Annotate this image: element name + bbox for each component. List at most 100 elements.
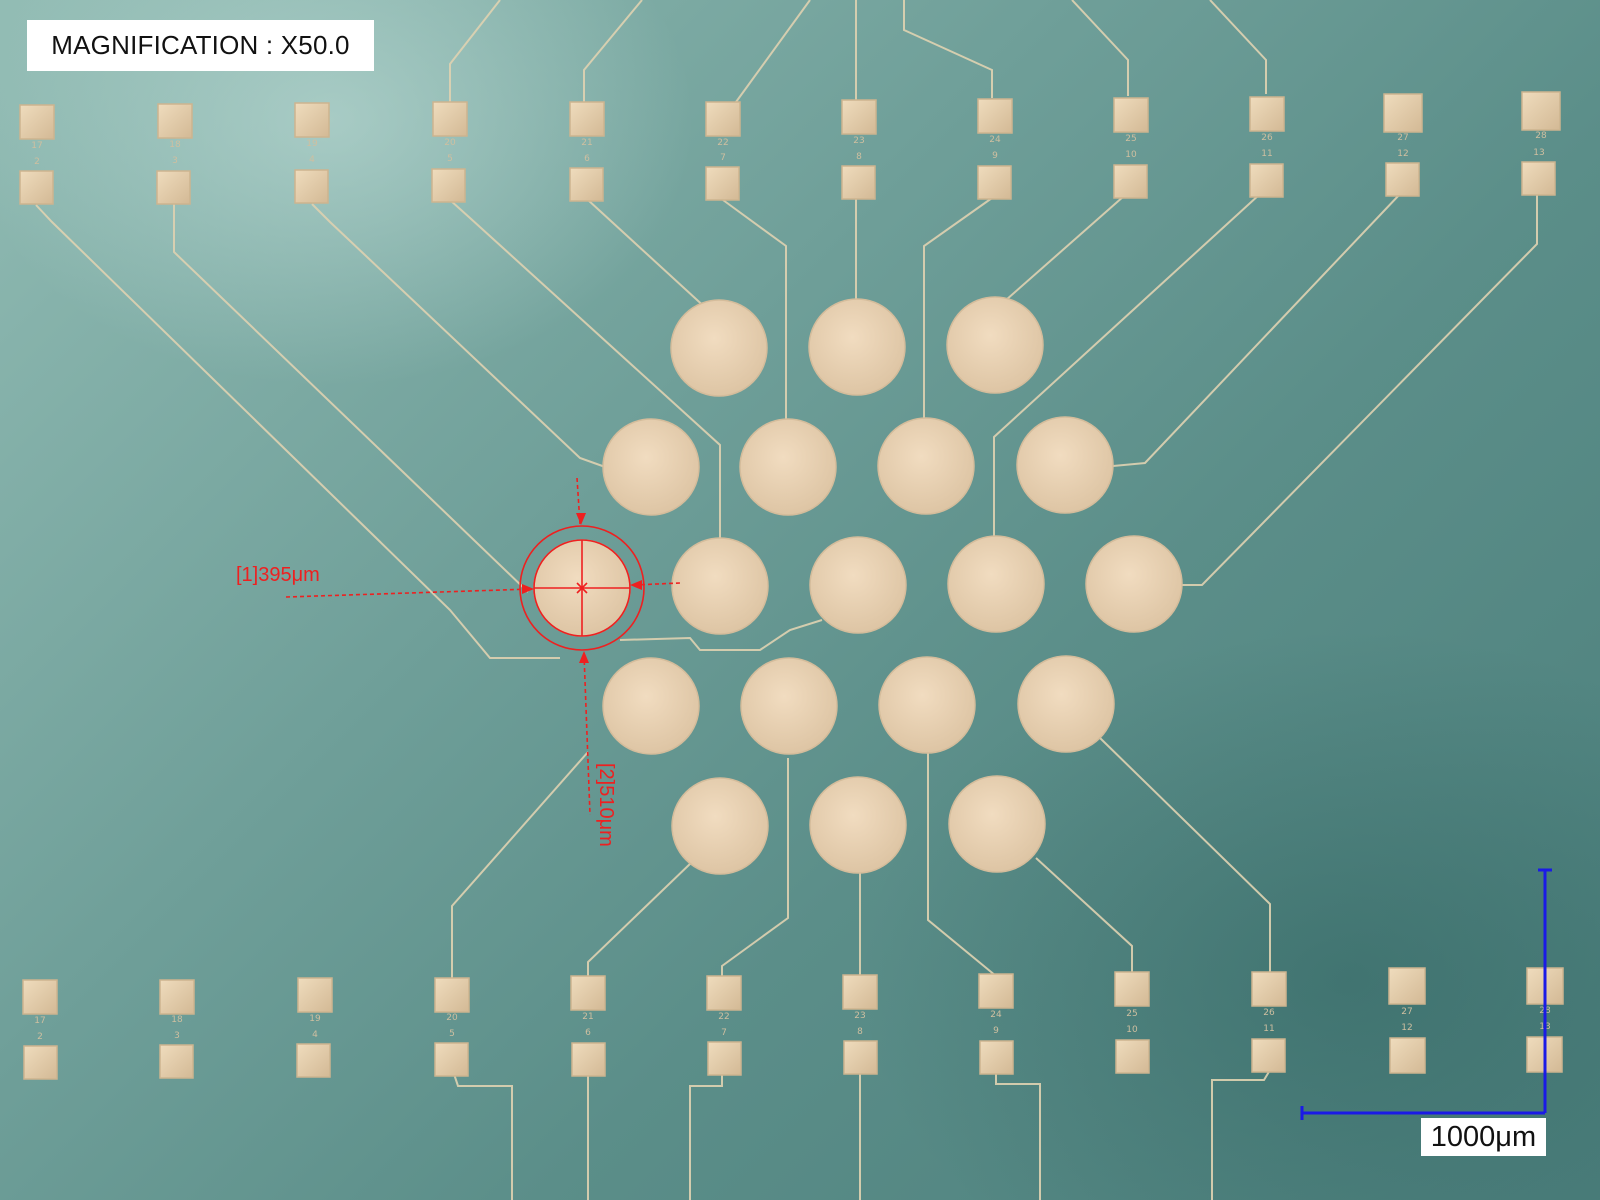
pad-array-top	[19, 91, 1561, 205]
square-pad	[979, 1040, 1014, 1075]
measurement-overlay	[285, 477, 681, 816]
electrode-pad	[602, 418, 700, 516]
square-pad	[706, 975, 742, 1011]
square-pad	[1251, 971, 1287, 1007]
pad-number: 20	[444, 138, 456, 148]
pad-number-labels: 17 18 19 20 21 22 23 24 25 26 27 28 2 3 …	[31, 131, 1551, 1042]
square-pad	[1389, 1037, 1426, 1074]
pad-number: 27	[1401, 1007, 1412, 1017]
square-pad	[841, 165, 876, 200]
trace	[993, 193, 1261, 540]
pad-number: 26	[1261, 133, 1273, 143]
electrode-pad	[670, 299, 768, 397]
square-pad	[705, 166, 740, 201]
pad-number: 8	[856, 152, 862, 162]
pad-number: 18	[169, 140, 181, 150]
square-pad	[434, 977, 470, 1013]
square-pad	[569, 167, 604, 202]
square-pad	[707, 1041, 742, 1076]
trace	[587, 199, 709, 311]
square-pad	[159, 1044, 194, 1079]
pad-number: 2	[37, 1032, 43, 1042]
trace	[173, 204, 529, 593]
square-pad	[1251, 1038, 1286, 1073]
pad-number: 18	[171, 1015, 183, 1025]
pad-number: 5	[449, 1029, 455, 1039]
trace	[451, 1067, 513, 1200]
pad-number: 3	[174, 1031, 180, 1041]
square-pad	[1249, 96, 1285, 132]
square-pad	[1113, 97, 1149, 133]
trace	[1211, 1069, 1271, 1200]
square-pad	[1115, 1039, 1150, 1074]
pad-number: 11	[1261, 149, 1272, 159]
trace-group	[35, 0, 1538, 1200]
pad-number: 4	[312, 1030, 318, 1040]
pad-number: 7	[720, 153, 726, 163]
pad-number: 4	[309, 155, 315, 165]
pad-number: 22	[718, 1012, 729, 1022]
square-pad	[705, 101, 741, 137]
pad-number: 19	[309, 1014, 321, 1024]
pad-number: 23	[853, 136, 864, 146]
arrow-icon	[579, 651, 589, 663]
trace	[619, 619, 823, 651]
electrode-pad	[740, 657, 838, 755]
pad-number: 21	[581, 138, 592, 148]
square-pad	[431, 168, 466, 203]
electrode-pad	[1017, 655, 1115, 753]
measurement-arrows	[522, 513, 642, 663]
pad-number: 17	[31, 141, 42, 151]
electrode-pad	[947, 535, 1045, 633]
measurement-label-diameter: [1]395μm	[236, 564, 320, 586]
arrow-icon	[522, 584, 534, 594]
square-pad	[19, 104, 55, 140]
trace	[583, 0, 643, 102]
electrode-pad	[1085, 535, 1183, 633]
center-mark	[576, 582, 588, 594]
square-pad	[569, 101, 605, 137]
pad-number: 6	[585, 1028, 591, 1038]
pad-number: 24	[990, 1010, 1002, 1020]
trace	[1112, 193, 1401, 467]
square-pad	[570, 975, 606, 1011]
trace	[451, 751, 589, 978]
pad-number: 19	[306, 139, 318, 149]
arrow-icon	[630, 580, 642, 590]
trace	[1005, 195, 1125, 301]
square-pad	[843, 1040, 878, 1075]
trace	[1182, 194, 1538, 586]
square-pad	[294, 169, 329, 204]
square-pad	[434, 1042, 469, 1077]
square-pad	[294, 102, 330, 138]
pad-number: 28	[1535, 131, 1547, 141]
trace	[722, 199, 787, 422]
square-pad	[296, 1043, 331, 1078]
pad-number: 10	[1125, 150, 1137, 160]
electrode-pad	[809, 536, 907, 634]
pad-number: 11	[1263, 1024, 1274, 1034]
trace	[311, 203, 609, 469]
pad-number: 21	[582, 1012, 593, 1022]
electrode-pad	[877, 417, 975, 515]
square-pad	[571, 1042, 606, 1077]
square-pad	[23, 1045, 58, 1080]
pad-number: 20	[446, 1013, 458, 1023]
trace	[449, 0, 501, 102]
pad-number: 12	[1401, 1023, 1412, 1033]
trace	[1099, 737, 1271, 976]
scale-bar	[1300, 868, 1552, 1120]
pad-number: 6	[584, 154, 590, 164]
square-pad	[842, 974, 878, 1010]
pad-number: 9	[993, 1026, 999, 1036]
pad-number: 12	[1397, 149, 1408, 159]
trace	[927, 752, 997, 977]
pad-number: 25	[1125, 134, 1136, 144]
trace	[735, 0, 811, 103]
pad-number: 24	[989, 135, 1001, 145]
scale-bar-label: 1000μm	[1421, 1118, 1546, 1156]
square-pad	[156, 170, 191, 205]
square-pad	[1114, 971, 1150, 1007]
electrode-pad	[946, 296, 1044, 394]
